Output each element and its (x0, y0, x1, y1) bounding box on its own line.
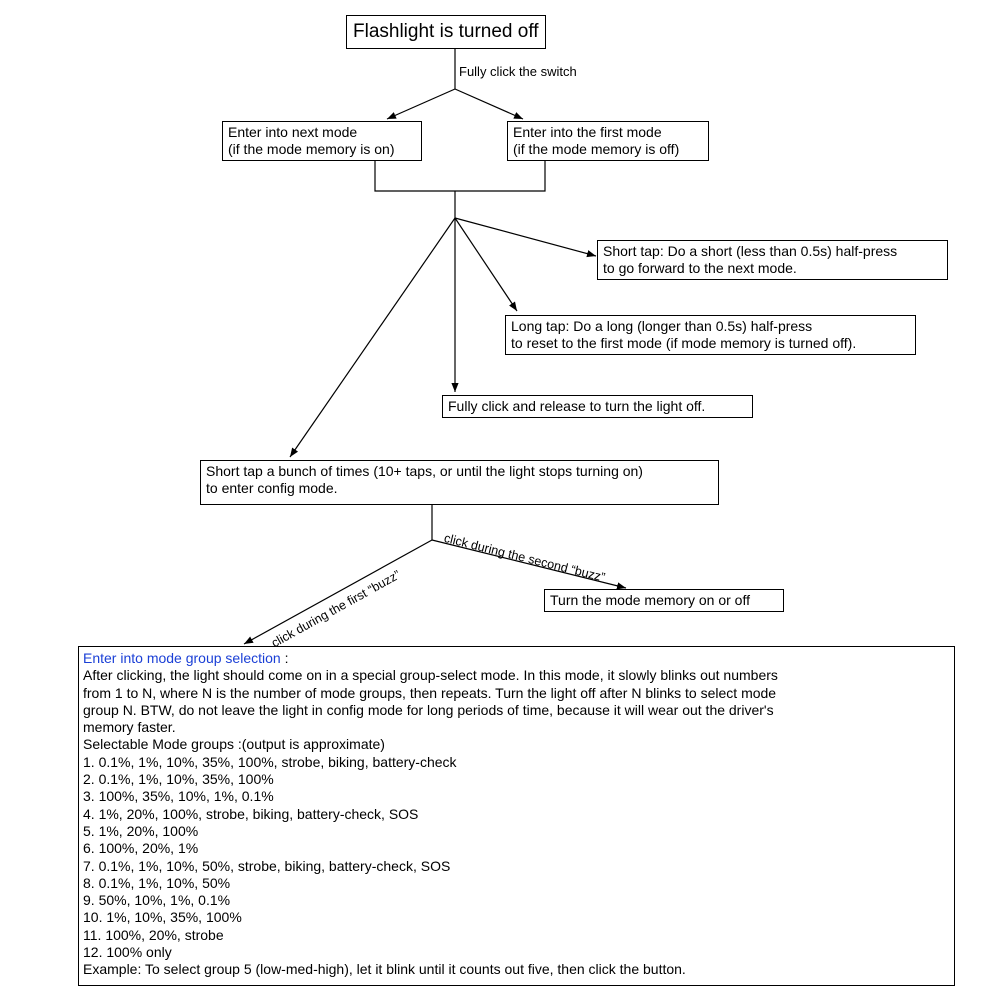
group-item: 7. 0.1%, 1%, 10%, 50%, strobe, biking, b… (83, 857, 451, 874)
groups-title: Selectable Mode groups :(output is appro… (83, 736, 385, 753)
node-first-mode-line2: (if the mode memory is off) (513, 141, 680, 157)
mode-group-heading-line: Enter into mode group selection : (83, 650, 950, 667)
mode-group-desc-line: from 1 to N, where N is the number of mo… (83, 684, 777, 701)
edge-to-mode-group (243, 539, 433, 645)
group-item: 1. 0.1%, 1%, 10%, 35%, 100%, strobe, bik… (83, 753, 457, 770)
mode-group-box: Enter into mode group selection : After … (78, 646, 955, 986)
node-short-tap-line2: to go forward to the next mode. (603, 260, 797, 276)
group-item: 2. 0.1%, 1%, 10%, 35%, 100% (83, 771, 274, 788)
edge-to-config (289, 217, 456, 458)
node-long-tap: Long tap: Do a long (longer than 0.5s) h… (505, 315, 916, 355)
node-config-line2: to enter config mode. (206, 480, 338, 496)
edge-to-short-tap (454, 217, 597, 258)
group-item: 9. 50%, 10%, 1%, 0.1% (83, 892, 231, 909)
node-config-line1: Short tap a bunch of times (10+ taps, or… (206, 463, 643, 479)
node-turn-off: Fully click and release to turn the ligh… (442, 395, 753, 418)
mode-group-desc-line: memory faster. (83, 719, 176, 736)
edge-to-first-mode (454, 88, 524, 120)
node-first-mode-line1: Enter into the first mode (513, 124, 662, 140)
group-item: 11. 100%, 20%, strobe (83, 926, 224, 943)
node-flashlight-off: Flashlight is turned off (346, 15, 546, 49)
edge-label-fully-click: Fully click the switch (459, 64, 577, 79)
edge-to-next-mode (386, 88, 456, 120)
mode-group-heading-suffix: : (280, 650, 289, 666)
mode-group-desc-line: group N. BTW, do not leave the light in … (83, 701, 774, 718)
node-next-mode-line1: Enter into next mode (228, 124, 358, 140)
node-config-mode: Short tap a bunch of times (10+ taps, or… (200, 460, 719, 505)
group-item: 4. 1%, 20%, 100%, strobe, biking, batter… (83, 805, 419, 822)
mode-group-heading: Enter into mode group selection (83, 650, 281, 666)
node-next-mode-line2: (if the mode memory is on) (228, 141, 395, 157)
group-item: 8. 0.1%, 1%, 10%, 50% (83, 874, 231, 891)
group-item: 10. 1%, 10%, 35%, 100% (83, 909, 242, 926)
node-long-tap-line2: to reset to the first mode (if mode memo… (511, 335, 857, 351)
node-first-mode: Enter into the first mode (if the mode m… (507, 121, 709, 161)
node-flashlight-off-text: Flashlight is turned off (353, 21, 539, 42)
example-text: Example: To select group 5 (low-med-high… (83, 961, 686, 978)
node-long-tap-line1: Long tap: Do a long (longer than 0.5s) h… (511, 318, 813, 334)
node-turn-off-text: Fully click and release to turn the ligh… (448, 398, 706, 414)
group-item: 3. 100%, 35%, 10%, 1%, 0.1% (83, 788, 274, 805)
node-next-mode: Enter into next mode (if the mode memory… (222, 121, 422, 161)
group-item: 12. 100% only (83, 944, 172, 961)
group-item: 6. 100%, 20%, 1% (83, 840, 199, 857)
node-short-tap-line1: Short tap: Do a short (less than 0.5s) h… (603, 243, 898, 259)
node-memory-toggle: Turn the mode memory on or off (544, 589, 784, 612)
node-memory-toggle-text: Turn the mode memory on or off (550, 592, 750, 608)
mode-group-desc-line: After clicking, the light should come on… (83, 667, 778, 684)
edge-merge (374, 161, 546, 192)
edge-to-memory-toggle (431, 539, 627, 590)
node-short-tap: Short tap: Do a short (less than 0.5s) h… (597, 240, 948, 280)
edge-to-long-tap (454, 217, 518, 312)
group-item: 5. 1%, 20%, 100% (83, 822, 199, 839)
